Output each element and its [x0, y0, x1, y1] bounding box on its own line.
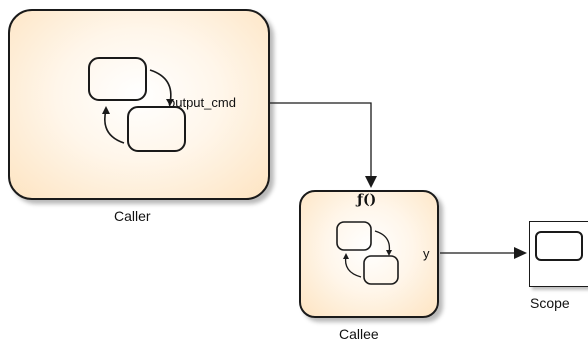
caller-output-port-label: output_cmd	[168, 95, 236, 110]
callee-block-name: Callee	[339, 326, 379, 342]
signal-arrowhead-callee-trigger	[365, 176, 377, 188]
function-call-trigger-icon: ƒ()	[357, 192, 377, 208]
signal-line-output-cmd	[270, 102, 372, 180]
caller-block[interactable]	[8, 9, 270, 200]
callee-block[interactable]	[299, 190, 439, 318]
scope-block-name: Scope	[530, 295, 570, 311]
signal-arrowhead-scope-input	[514, 247, 527, 259]
callee-output-port-label: y	[423, 246, 430, 261]
caller-block-name: Caller	[114, 208, 151, 224]
scope-block[interactable]	[529, 221, 588, 287]
